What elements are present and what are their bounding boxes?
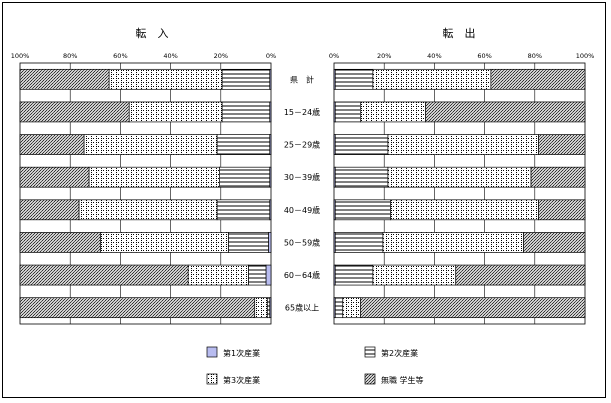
panel-title: 転 入 — [136, 27, 169, 40]
bar-segment — [334, 68, 374, 90]
bar-segment — [372, 68, 492, 90]
bar-segment — [360, 297, 586, 319]
bar-segment — [83, 134, 218, 155]
bar-segment — [265, 264, 272, 286]
bar-segment — [334, 101, 361, 123]
bar-segment — [455, 264, 586, 286]
bar-segment — [19, 101, 130, 123]
bar-segment — [19, 199, 80, 221]
bar-segment — [19, 264, 189, 286]
bar-segment — [128, 101, 223, 123]
plot-area — [333, 62, 586, 325]
bar-segment — [19, 297, 256, 319]
x-tick-label: 80% — [63, 52, 77, 60]
bar-segment — [334, 297, 344, 319]
x-tick-label: 40% — [163, 52, 177, 60]
bar-segment — [88, 166, 220, 188]
category-label: 60－64歳 — [284, 270, 320, 280]
x-tick-label: 80% — [528, 52, 542, 60]
legend-swatch — [364, 373, 376, 385]
category-label: 50－59歳 — [284, 237, 320, 247]
bar-segment — [216, 134, 271, 155]
bar-segment — [372, 264, 457, 286]
bar-segment — [268, 232, 272, 253]
bar-segment — [254, 297, 268, 319]
legend-swatch — [206, 373, 218, 385]
bar-segment — [248, 264, 267, 286]
legend-swatch — [364, 346, 376, 358]
bar-segment — [538, 199, 586, 221]
x-tick-label: 0% — [329, 52, 339, 60]
category-label: 県 計 — [290, 74, 314, 84]
bars-layer — [19, 68, 586, 319]
x-tick-label: 60% — [113, 52, 127, 60]
category-label: 25－29歳 — [284, 140, 320, 150]
category-label: 65歳以上 — [285, 303, 319, 313]
bar-segment — [538, 134, 586, 155]
bar-segment — [387, 166, 532, 188]
x-tick-label: 0% — [266, 52, 276, 60]
bar-segment — [334, 232, 384, 253]
plot-area — [19, 62, 272, 325]
bar-segment — [530, 166, 586, 188]
category-label: 40－49歳 — [284, 205, 320, 215]
bar-segment — [334, 166, 389, 188]
bar-segment — [19, 134, 85, 155]
bar-segment — [387, 134, 539, 155]
x-tick-label: 40% — [427, 52, 441, 60]
x-tick-label: 60% — [477, 52, 491, 60]
legend-swatch — [206, 346, 218, 358]
category-label: 15－24歳 — [284, 107, 320, 117]
bar-segment — [360, 101, 426, 123]
legend-label: 第3次産業 — [223, 375, 260, 385]
x-tick-label: 100% — [11, 52, 30, 60]
bar-segment — [216, 199, 271, 221]
panel-title: 転 出 — [443, 26, 476, 40]
category-label: 30－39歳 — [284, 172, 320, 182]
x-tick-label: 20% — [214, 52, 228, 60]
bar-segment — [382, 232, 524, 253]
bar-segment — [221, 101, 271, 123]
bar-segment — [108, 68, 223, 90]
bar-segment — [221, 68, 271, 90]
bar-segment — [219, 166, 271, 188]
bar-segment — [78, 199, 218, 221]
bar-segment — [425, 101, 586, 123]
legend-label: 第1次産業 — [223, 348, 260, 358]
x-tick-label: 100% — [576, 52, 595, 60]
bar-segment — [334, 264, 374, 286]
legend-label: 第2次産業 — [381, 348, 418, 358]
bar-segment — [266, 297, 271, 319]
bar-segment — [227, 232, 269, 253]
bar-segment — [334, 134, 389, 155]
x-tick-label: 20% — [377, 52, 391, 60]
bar-segment — [342, 297, 361, 319]
bar-segment — [334, 199, 391, 221]
bar-segment — [19, 232, 101, 253]
bar-segment — [19, 166, 90, 188]
bar-segment — [187, 264, 249, 286]
bar-segment — [99, 232, 229, 253]
chart-frame — [2, 2, 606, 398]
labels-layer: 転 入 100% 80% 60% 40% 20% 0% 転 出 0% 20% 40% 60% 80% 10… — [11, 26, 595, 313]
bar-segment — [390, 199, 539, 221]
bar-segment — [490, 68, 586, 90]
legend-label: 無職 学生等 — [381, 375, 424, 385]
bar-segment — [523, 232, 586, 253]
bar-segment — [19, 68, 110, 90]
